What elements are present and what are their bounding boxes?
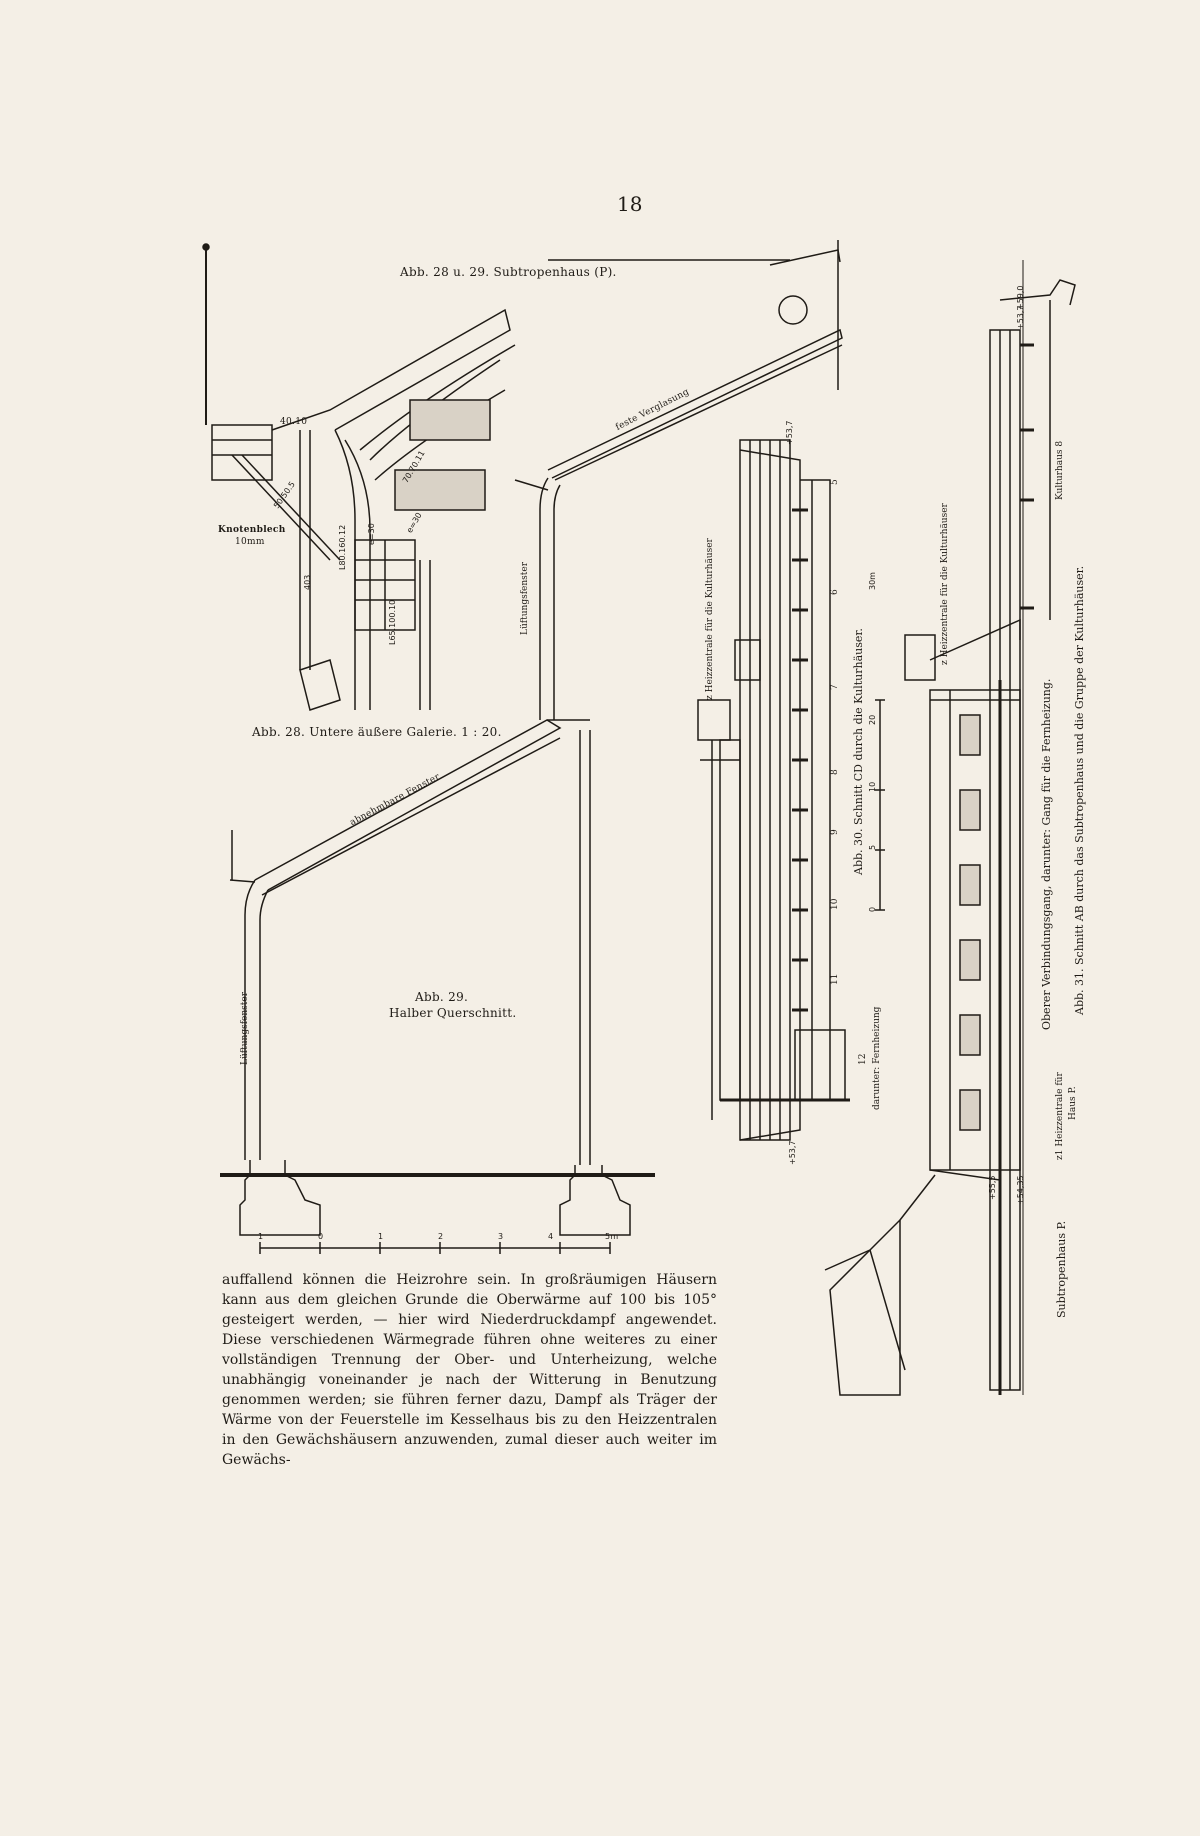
fig29-scale-label: 0 [318,1232,324,1241]
fig28-label-knotenblech: Knotenblech [218,525,286,535]
fig30-scale-label: 20 [868,714,877,725]
body-text: auffallend können die Heizrohre sein. In… [222,1272,717,1468]
fig30-scale-label: 5 [868,844,877,850]
fig29-cross-section-drawing [220,240,843,1254]
fig31-caption: Abb. 31. Schnitt AB durch das Subtropenh… [1073,565,1086,1015]
fig30-bay-number: 8 [830,769,840,775]
fig30-section-drawing [697,439,885,1141]
fig29-scale-label: 4 [548,1232,554,1241]
fig28-label-dimension-a: 40.10 [280,417,308,427]
fig30-label-district-heating: darunter: Fernheizung [872,1006,882,1110]
fig29-caption-subtitle: Halber Querschnitt. [389,1006,517,1020]
fig28-caption: Abb. 28. Untere äußere Galerie. 1 : 20. [252,725,502,739]
page-number: 18 [617,192,643,216]
fig30-bay-number: 7 [830,684,840,690]
fig29-label-vent-lower: Lüftungsfenster [240,991,250,1065]
fig30-bay-number: 11 [830,973,840,985]
fig30-scale-label: 30m [868,572,877,590]
fig30-scale-label: 10 [868,781,877,792]
fig30-bay-number: 5 [830,479,840,485]
fig30-bay-number: 12 [858,1053,868,1065]
fig30-label-heating-center: z Heizzentrale für die Kulturhäuser [705,538,715,700]
fig30-level-bottom: +53,7 [788,1140,797,1165]
fig30-bay-number: 10 [830,898,840,910]
fig31-label-heating-center-p2: Haus P. [1068,1086,1078,1120]
fig28-label-profile-g: L65.100.10 [388,599,397,645]
fig31-caption-second-line: Oberer Verbindungsgang, darunter: Gang f… [1040,678,1053,1030]
fig30-bay-number: 6 [830,589,840,595]
fig31-level-b: +54,35 [1016,1175,1025,1205]
fig29-scale-label: 3 [498,1232,504,1241]
fig31-label-heating-center: z Heizzentrale für die Kulturhäuser [940,503,950,665]
fig31-level-a: +55,5 [988,1175,997,1200]
header-caption: Abb. 28 u. 29. Subtropenhaus (P). [400,265,617,279]
fig29-scale-label: 5m [605,1232,619,1241]
fig28-label-thickness: 10mm [235,537,265,547]
fig29-scale-label: 1 [378,1232,384,1241]
fig29-label-vent-upper: Lüftungsfenster [520,561,530,635]
fig28-detail-drawing [202,243,516,711]
fig31-label-subtropical-house: Subtropenhaus P. [1055,1220,1068,1318]
fig30-caption: Abb. 30. Schnitt CD durch die Kulturhäus… [852,628,865,875]
fig28-label-profile-f: L80.160.12 [338,524,347,570]
fig29-scale-label: 2 [438,1232,444,1241]
body-paragraph: auffallend können die Heizrohre sein. In… [222,1270,717,1470]
fig31-label-heating-center-p1: z1 Heizzentrale für [1055,1072,1065,1160]
fig30-scale-label: 0 [868,906,877,912]
fig30-level-top: +53,7 [785,420,794,445]
fig28-label-height-e: 403 [303,574,312,590]
fig31-label-culture-house: Kulturhaus 8 [1055,440,1065,500]
fig29-scale-label: 1 [258,1232,264,1241]
fig31-level-mid: +53,7 [1016,305,1025,330]
fig28-label-rivet-i: e=30 [367,523,376,545]
fig30-bay-number: 9 [830,829,840,835]
fig29-caption-title: Abb. 29. [415,990,469,1004]
fig31-section-drawing [824,260,1076,1396]
